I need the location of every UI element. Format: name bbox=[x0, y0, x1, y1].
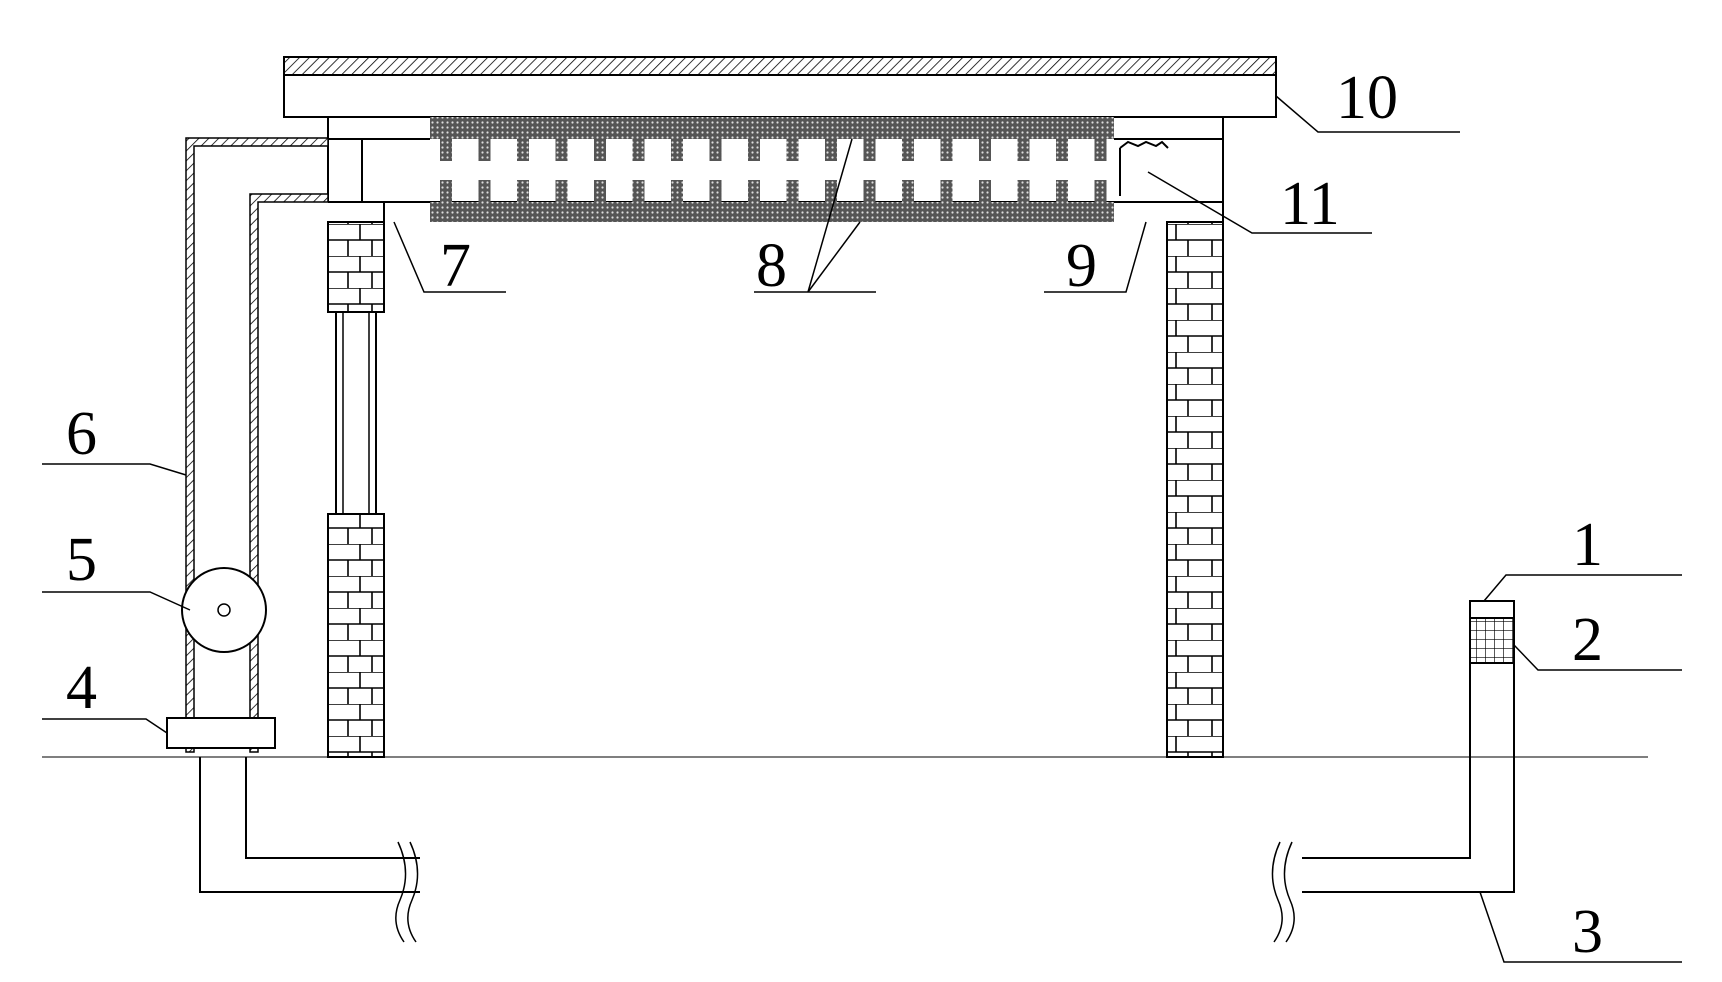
perforation-slot bbox=[825, 180, 837, 202]
label-4: 4 bbox=[66, 654, 97, 722]
perforation-slot bbox=[555, 139, 568, 161]
perforation-slot bbox=[517, 180, 529, 202]
left-wall-upper bbox=[327, 221, 385, 313]
perforation-slot bbox=[1056, 180, 1068, 202]
perforation-slot bbox=[940, 180, 953, 202]
perforation-slot bbox=[979, 139, 991, 161]
perforation-slot bbox=[555, 180, 568, 202]
label-10: 10 bbox=[1336, 64, 1398, 132]
air-inlet bbox=[1469, 600, 1515, 664]
callout-labels: 10 11 7 8 9 6 5 4 1 2 3 bbox=[66, 64, 1603, 966]
perforation-slot bbox=[671, 180, 683, 202]
label-2: 2 bbox=[1572, 606, 1603, 674]
perforation-slot bbox=[979, 180, 991, 202]
perforated-ceiling-layer bbox=[430, 117, 1114, 222]
perforation-slot bbox=[902, 180, 914, 202]
perforation-slot bbox=[1017, 180, 1030, 202]
perforation-slot bbox=[863, 180, 876, 202]
perforation-slot bbox=[478, 139, 491, 161]
perforation-slot bbox=[517, 139, 529, 161]
label-5: 5 bbox=[66, 526, 97, 594]
pipe-fitting bbox=[166, 717, 276, 749]
right-wall bbox=[1166, 221, 1224, 758]
perforation-slot bbox=[478, 180, 491, 202]
perforation-slot bbox=[1094, 139, 1107, 161]
perforation-slot bbox=[594, 180, 606, 202]
window-opening bbox=[335, 311, 377, 515]
perforation-slot bbox=[863, 139, 876, 161]
perforation-slot bbox=[786, 139, 799, 161]
slot-row-bottom bbox=[440, 180, 1107, 202]
perforation-slot bbox=[748, 180, 760, 202]
perforation-slot bbox=[594, 139, 606, 161]
label-6: 6 bbox=[66, 400, 97, 468]
label-11: 11 bbox=[1280, 170, 1340, 238]
label-9: 9 bbox=[1066, 232, 1097, 300]
label-8: 8 bbox=[756, 232, 787, 300]
perforation-slot bbox=[825, 139, 837, 161]
underground-pipe-right bbox=[1271, 620, 1515, 943]
underground-pipe-left bbox=[199, 757, 420, 943]
perforation-slot bbox=[786, 180, 799, 202]
perforation-slot bbox=[748, 139, 760, 161]
perforation-slot bbox=[632, 139, 645, 161]
label-7: 7 bbox=[440, 232, 471, 300]
perforation-slot bbox=[940, 139, 953, 161]
label-3: 3 bbox=[1572, 898, 1603, 966]
leader-lines bbox=[42, 95, 1682, 963]
perforation-slot bbox=[440, 180, 452, 202]
perforation-slot bbox=[1094, 180, 1107, 202]
perforation-slot bbox=[632, 180, 645, 202]
perforation-slot bbox=[902, 139, 914, 161]
roof-slab bbox=[283, 56, 1277, 118]
perforation-slot bbox=[1017, 139, 1030, 161]
damper-element bbox=[1119, 140, 1169, 196]
perforation-slot bbox=[671, 139, 683, 161]
perforation-slot bbox=[709, 180, 722, 202]
left-wall-lower bbox=[327, 513, 385, 758]
perforation-slot bbox=[1056, 139, 1068, 161]
fan bbox=[181, 567, 267, 653]
slot-row-top bbox=[440, 139, 1107, 161]
perforation-slot bbox=[709, 139, 722, 161]
perforation-slot bbox=[440, 139, 452, 161]
label-1: 1 bbox=[1572, 511, 1603, 579]
air-duct bbox=[185, 137, 329, 753]
